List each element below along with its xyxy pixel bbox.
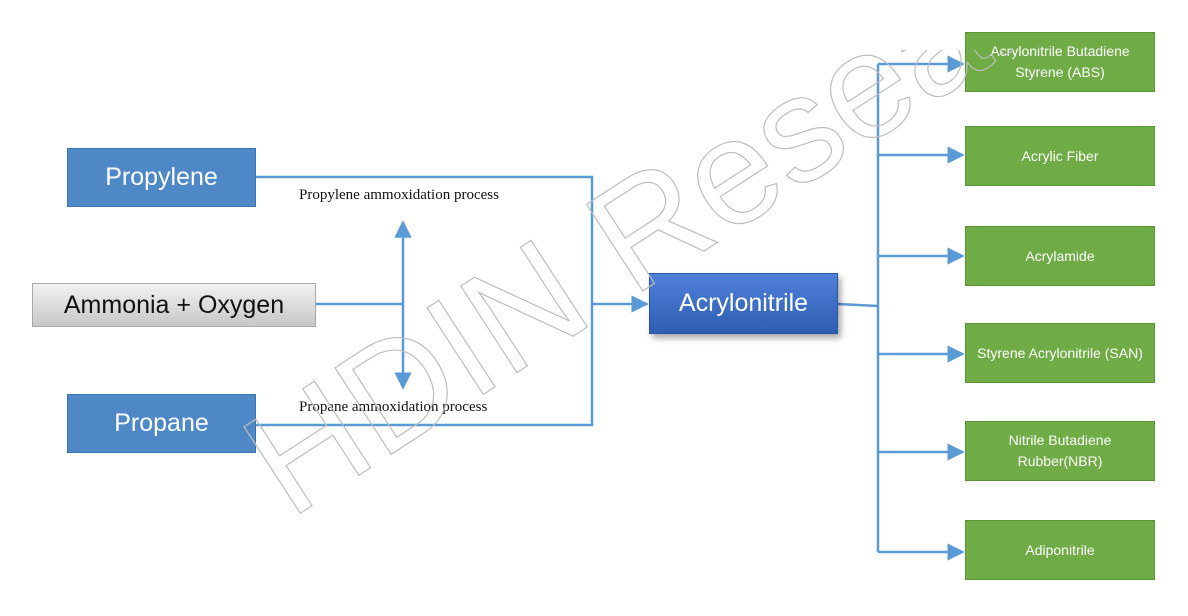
acrylonitrile-label: Acrylonitrile bbox=[678, 289, 809, 317]
propylene-process-label: Propylene ammoxidation process bbox=[299, 187, 499, 203]
propane-process-label: Propane ammoxidation process bbox=[299, 399, 488, 415]
output-label: Acrylamide bbox=[1025, 247, 1095, 264]
propylene-label: Propylene bbox=[105, 163, 218, 191]
output-box-abs: Acrylonitrile Butadiene Styrene (ABS) bbox=[965, 32, 1155, 92]
from-acrylonitrile-line bbox=[837, 302, 879, 308]
output-box-acrylamide: Acrylamide bbox=[965, 226, 1155, 286]
propane-label: Propane bbox=[114, 409, 209, 437]
propylene-box: Propylene bbox=[67, 148, 256, 207]
output-box-nbr: Nitrile Butadiene Rubber(NBR) bbox=[965, 421, 1155, 481]
output-label: Acrylonitrile Butadiene Styrene (ABS) bbox=[990, 43, 1130, 80]
output-label: Styrene Acrylonitrile (SAN) bbox=[977, 344, 1143, 361]
output-label: Adiponitrile bbox=[1025, 541, 1095, 558]
output-label: Acrylic Fiber bbox=[1021, 147, 1099, 164]
acrylonitrile-box: Acrylonitrile bbox=[649, 273, 838, 334]
propane-box: Propane bbox=[67, 394, 256, 453]
output-box-acrylic-fiber: Acrylic Fiber bbox=[965, 126, 1155, 186]
output-box-san: Styrene Acrylonitrile (SAN) bbox=[965, 323, 1155, 383]
ammonia-oxygen-label: Ammonia + Oxygen bbox=[63, 290, 285, 319]
output-label: Nitrile Butadiene Rubber(NBR) bbox=[1008, 432, 1112, 469]
propylene-line bbox=[256, 175, 594, 427]
output-box-adiponitrile: Adiponitrile bbox=[965, 520, 1155, 580]
ammonia-oxygen-box: Ammonia + Oxygen bbox=[32, 283, 316, 327]
